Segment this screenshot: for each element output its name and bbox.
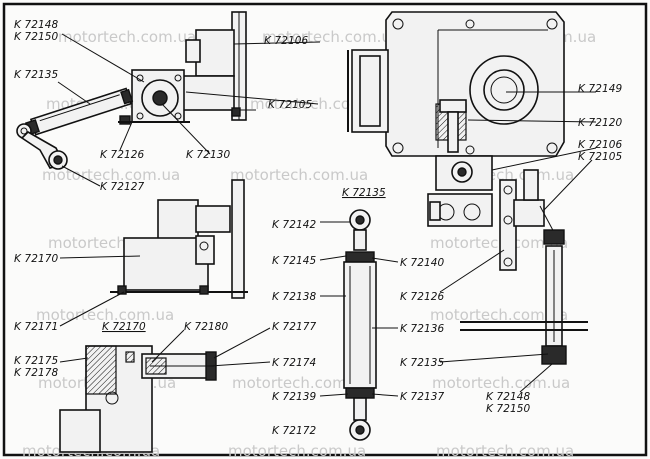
label-k72127: K 72127 [100,181,145,193]
label-k72120: K 72120 [578,117,623,129]
watermark-text: motortech.com.ua [232,374,370,392]
label-k72178: K 72178 [14,367,59,379]
housing-boss [185,39,201,63]
leader-lines [57,33,597,397]
lower-fork [353,397,367,421]
lower-nut [345,387,375,399]
label-k72175: K 72175 [14,355,59,367]
insert-cap [439,99,467,113]
upper-block [157,199,199,241]
label-k72105: K 72105 [268,99,313,111]
label-k72148-right: K 72148 [486,391,531,403]
bearing-inner [483,69,525,111]
section-title-k72170: K 72170 [102,321,146,333]
hatched-area [85,345,117,395]
top-left-assembly [16,11,256,170]
bottom-left-section [59,345,217,453]
label-k72139: K 72139 [272,391,317,403]
watermark-text: motortech.com.ua [42,166,180,184]
watermark-text: motortech.com.ua [58,28,196,46]
watermark-text: motortech.com.ua [432,374,570,392]
rod-tube [343,261,377,389]
link-block [513,199,545,227]
label-k72142: K 72142 [272,219,317,231]
label-k72130: K 72130 [186,149,231,161]
watermark-text: motortech.com.ua [430,234,568,252]
label-k72174: K 72174 [272,357,316,369]
label-k72172: K 72172 [272,425,317,437]
label-k72180: K 72180 [184,321,229,333]
label-k72106: K 72106 [264,35,309,47]
link-pin [523,169,539,201]
label-k72105-right: K 72105 [578,151,623,163]
label-k72106-right: K 72106 [578,139,623,151]
center-rod-assembly [343,209,377,441]
label-k72136: K 72136 [400,323,445,335]
watermark-text: motortech.com.ua [436,442,574,459]
watermark-text: motortech.com.ua [430,306,568,324]
watermark-text: motortech.com.ua [230,166,368,184]
right-gearbox-assembly [347,11,565,227]
part-labels: K 72148 K 72150 K 72135 K 72106 K 72105 … [14,19,623,437]
pivot-pin [152,90,168,106]
label-k72126: K 72126 [100,149,145,161]
watermark-text: motortech.com.ua [228,442,366,459]
label-k72171: K 72171 [14,321,58,333]
label-k72138: K 72138 [272,291,317,303]
cylinder-core [359,55,381,127]
far-right-linkage [460,169,588,365]
upper-fork [353,229,367,251]
label-k72126-right: K 72126 [400,291,445,303]
housing-block [195,29,235,77]
mounting-plate [231,179,245,299]
label-k72135: K 72135 [14,69,59,81]
bracket-body [123,237,209,291]
upper-nut [345,251,375,263]
side-block [195,205,231,233]
spindle [447,111,459,153]
section-title-k72135: K 72135 [342,187,386,199]
label-k72149: K 72149 [578,83,623,95]
label-k72177: K 72177 [272,321,317,333]
rod-end-top [543,229,565,245]
tilted-rod [24,87,134,136]
label-k72137: K 72137 [400,391,445,403]
label-k72170: K 72170 [14,253,59,265]
middle-left-assembly [110,179,248,299]
label-k72148: K 72148 [14,19,59,31]
base-lug [59,409,101,453]
label-k72150: K 72150 [14,31,59,43]
label-k72145: K 72145 [272,255,317,267]
watermark-text: motortech.com.ua [262,28,400,46]
label-k72150-right: K 72150 [486,403,531,415]
label-k72135-right: K 72135 [400,357,445,369]
rod-end-bottom [541,345,567,365]
watermark-text: motortech.com.ua [36,306,174,324]
label-k72140: K 72140 [400,257,445,269]
